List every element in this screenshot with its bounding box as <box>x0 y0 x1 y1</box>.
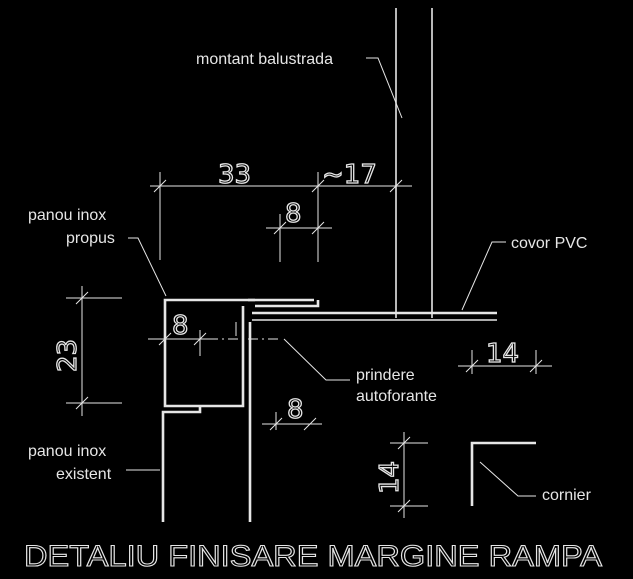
existing-inox-panel <box>161 406 202 522</box>
label-autoforante: autoforante <box>356 388 437 405</box>
label-panou-inox-existent-2: existent <box>56 466 112 483</box>
label-montant-balustrada: montant balustrada <box>196 51 333 68</box>
label-panou-inox-propus-2: propus <box>66 230 115 247</box>
dim-8-bottom <box>262 412 322 431</box>
dim-23 <box>66 286 122 416</box>
dim-33-17 <box>150 172 412 262</box>
leader-covor <box>461 241 506 311</box>
leader-panou-propus <box>128 237 167 297</box>
label-prindere: prindere <box>356 367 415 384</box>
corner-angle <box>470 441 536 506</box>
pvc-carpet <box>252 311 497 321</box>
dim-17-label: ~17 <box>322 160 377 190</box>
label-panou-inox-existent-1: panou inox <box>28 443 106 460</box>
label-panou-inox-propus-1: panou inox <box>28 207 106 224</box>
dim-33-label: 33 <box>218 160 251 190</box>
proposed-inox-panel <box>163 298 320 408</box>
dim-8-top-label: 8 <box>285 199 302 229</box>
dim-8-bottom-label: 8 <box>287 395 304 425</box>
dim-14-bottom <box>390 432 428 518</box>
dim-8-mid <box>150 330 212 356</box>
label-cornier: cornier <box>542 487 592 504</box>
dim-23-label: 23 <box>53 339 83 372</box>
baluster-post <box>395 8 433 318</box>
leader-cornier <box>479 461 536 497</box>
dim-14-right-label: 14 <box>486 339 519 369</box>
drawing-title: DETALIU FINISARE MARGINE RAMPA <box>24 540 602 573</box>
dim-8-mid-label: 8 <box>172 311 189 341</box>
label-covor-pvc: covor PVC <box>511 235 587 252</box>
leader-montant <box>366 57 403 119</box>
dim-14-right <box>458 350 552 374</box>
leader-prindere <box>283 338 350 381</box>
dim-14-bottom-label: 14 <box>375 461 405 494</box>
dim-8-top <box>266 214 332 262</box>
